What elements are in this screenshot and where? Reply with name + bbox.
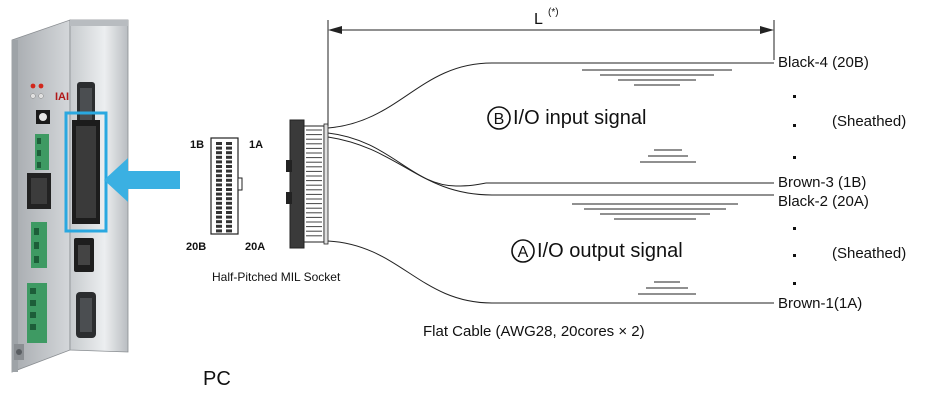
socket-pin — [216, 216, 222, 219]
controller-device: IAI — [12, 20, 128, 372]
wire-label-black-4: Black-4 (20B) — [778, 54, 869, 71]
socket-pin — [216, 160, 222, 163]
socket-pin — [216, 225, 222, 228]
socket-pin — [216, 188, 222, 191]
group-a-label: I/O output signal — [537, 240, 683, 262]
socket-pin — [226, 211, 232, 214]
pin-label-20b: 20B — [186, 241, 206, 253]
socket-front-view — [211, 138, 242, 234]
socket-pin — [216, 179, 222, 182]
led-icon — [31, 84, 36, 89]
socket-pin — [226, 151, 232, 154]
socket-pin — [226, 174, 232, 177]
socket-pin — [216, 156, 222, 159]
socket-pin — [226, 197, 232, 200]
socket-pin — [216, 197, 222, 200]
socket-pin — [226, 160, 232, 163]
socket-pin — [226, 216, 232, 219]
connector-side-view — [286, 120, 328, 248]
socket-pin — [226, 170, 232, 173]
group-b-label: I/O input signal — [513, 107, 646, 129]
socket-pin — [216, 151, 222, 154]
continuation-dot-icon — [793, 124, 796, 127]
socket-pin — [216, 165, 222, 168]
length-note: (*) — [548, 7, 559, 18]
continuation-dot-icon — [793, 156, 796, 159]
continuation-dot-icon — [793, 282, 796, 285]
socket-pin — [216, 211, 222, 214]
socket-pin — [226, 183, 232, 186]
socket-pin — [226, 206, 232, 209]
socket-pin — [226, 188, 232, 191]
socket-pin — [216, 229, 222, 232]
socket-pin — [226, 225, 232, 228]
wire-label-brown-1: Brown-1(1A) — [778, 295, 862, 312]
socket-pin — [226, 165, 232, 168]
socket-caption: Half-Pitched MIL Socket — [212, 270, 341, 284]
socket-pin — [216, 220, 222, 223]
controller-caption: PC — [203, 368, 231, 390]
socket-pin — [226, 220, 232, 223]
socket-pin — [216, 206, 222, 209]
socket-pin — [226, 179, 232, 182]
length-label: L — [534, 11, 543, 28]
socket-pin — [216, 142, 222, 145]
socket-pin — [226, 229, 232, 232]
continuation-dot-icon — [793, 227, 796, 230]
group-a-marker: A — [518, 244, 529, 261]
wire-label-brown-3: Brown-3 (1B) — [778, 174, 866, 191]
socket-pin — [226, 156, 232, 159]
socket-pin — [226, 142, 232, 145]
sheath-note-a: (Sheathed) — [832, 245, 906, 262]
socket-pin — [226, 193, 232, 196]
socket-pin — [216, 147, 222, 150]
device-logo: IAI — [55, 91, 69, 103]
socket-pin — [216, 183, 222, 186]
socket-pin — [216, 202, 222, 205]
wire-label-black-2: Black-2 (20A) — [778, 193, 869, 210]
flat-cable-outline — [328, 63, 774, 303]
pin-label-20a: 20A — [245, 241, 265, 253]
led-icon — [39, 84, 44, 89]
pin-label-1b: 1B — [190, 139, 204, 151]
pin-label-1a: 1A — [249, 139, 263, 151]
group-b-marker: B — [494, 111, 505, 128]
socket-pin — [226, 147, 232, 150]
sheath-note-b: (Sheathed) — [832, 113, 906, 130]
socket-pin — [226, 202, 232, 205]
cable-caption: Flat Cable (AWG28, 20cores × 2) — [423, 323, 645, 340]
socket-pin — [216, 174, 222, 177]
socket-pin — [216, 170, 222, 173]
socket-pin — [216, 193, 222, 196]
continuation-dot-icon — [793, 95, 796, 98]
continuation-dot-icon — [793, 254, 796, 257]
